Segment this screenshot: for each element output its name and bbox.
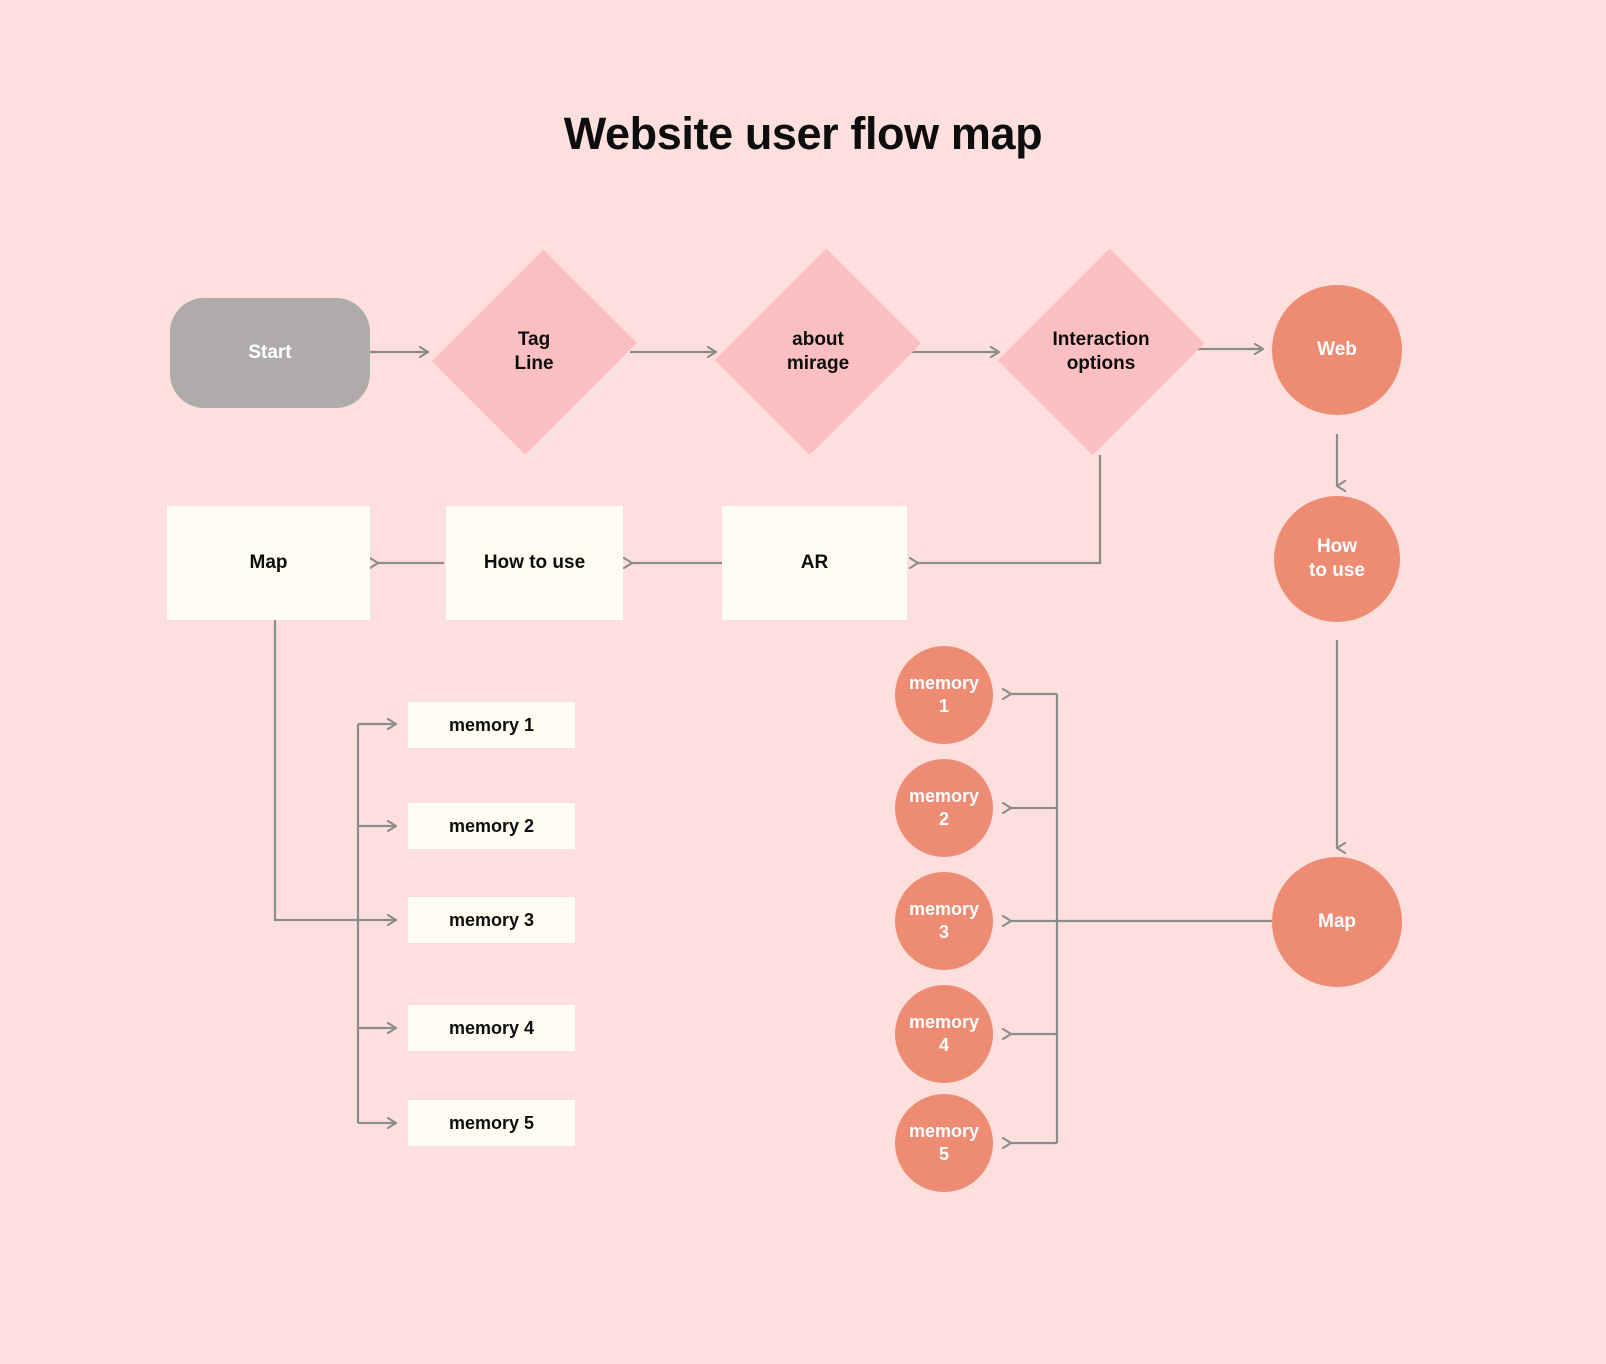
memory-circle-3[interactable]: memory 3: [895, 872, 993, 970]
node-ar-box[interactable]: AR: [722, 506, 907, 620]
node-interaction-options-label: Interaction options: [1052, 328, 1149, 377]
page-title: Website user flow map: [563, 108, 1043, 159]
node-tag-line-label: Tag Line: [514, 328, 553, 377]
node-about-mirage-label-line1: about: [792, 328, 844, 350]
node-how-to-use-circle-line1: How: [1316, 536, 1358, 558]
memory-circle-3-line1: memory: [908, 898, 980, 919]
node-how-to-use-circle[interactable]: How to use: [1274, 496, 1400, 622]
node-map-box[interactable]: Map: [167, 506, 370, 620]
memory-box-1-label: memory 1: [448, 714, 535, 735]
node-tag-line-label-line2: Line: [514, 353, 554, 374]
memory-circle-2[interactable]: memory 2: [895, 759, 993, 857]
memory-box-5-label: memory 5: [448, 1112, 535, 1133]
node-about-mirage-label-line2: mirage: [786, 353, 850, 374]
memory-circle-1-line2: 1: [938, 696, 949, 716]
memory-box-2[interactable]: memory 2: [408, 803, 575, 849]
memory-box-2-label: memory 2: [448, 815, 535, 836]
memory-circle-3-line2: 3: [938, 922, 949, 942]
node-how-to-use-circle-line2: to use: [1309, 560, 1365, 581]
memory-circle-5-line2: 5: [938, 1144, 949, 1164]
memory-box-3[interactable]: memory 3: [408, 897, 575, 943]
memory-circle-4-label: memory 4: [909, 1011, 979, 1057]
node-how-to-use-circle-label: How to use: [1309, 535, 1365, 583]
edge-map-box-down: [273, 620, 358, 922]
memory-circle-4-line2: 4: [938, 1035, 949, 1055]
node-about-mirage-label: about mirage: [787, 328, 849, 377]
memory-circle-2-label: memory 2: [909, 785, 979, 831]
memory-circle-1[interactable]: memory 1: [895, 646, 993, 744]
memory-circle-3-label: memory 3: [909, 898, 979, 944]
node-tag-line[interactable]: Tag Line: [431, 240, 637, 464]
memory-circle-4-line1: memory: [908, 1011, 980, 1032]
node-start-label: Start: [248, 342, 292, 363]
memory-circle-2-line2: 2: [938, 809, 949, 829]
node-map-circle-label: Map: [1318, 911, 1356, 933]
memory-circle-5-label: memory 5: [909, 1120, 979, 1166]
node-interaction-options-label-line2: options: [1066, 353, 1136, 374]
memory-circle-2-line1: memory: [908, 785, 980, 806]
memory-box-1[interactable]: memory 1: [408, 702, 575, 748]
memory-box-4-label: memory 4: [448, 1017, 535, 1038]
memory-circle-5[interactable]: memory 5: [895, 1094, 993, 1192]
node-how-to-use-box[interactable]: How to use: [446, 506, 623, 620]
edge-interaction-to-ar: [918, 455, 1102, 563]
node-about-mirage[interactable]: about mirage: [714, 240, 922, 464]
node-interaction-options-label-line1: Interaction: [1052, 328, 1150, 350]
memory-circle-1-label: memory 1: [909, 672, 979, 718]
node-ar-box-label: AR: [800, 552, 829, 573]
node-how-to-use-box-label: How to use: [483, 552, 586, 573]
memory-circle-1-line1: memory: [908, 672, 980, 693]
node-tag-line-label-line1: Tag: [517, 328, 551, 350]
node-start[interactable]: Start: [170, 298, 370, 408]
memory-circle-4[interactable]: memory 4: [895, 985, 993, 1083]
memory-circle-5-line1: memory: [908, 1120, 980, 1141]
node-interaction-options[interactable]: Interaction options: [997, 240, 1205, 464]
memory-box-5[interactable]: memory 5: [408, 1100, 575, 1146]
node-map-circle[interactable]: Map: [1272, 857, 1402, 987]
memory-box-3-label: memory 3: [448, 909, 535, 930]
node-web-label: Web: [1317, 339, 1357, 361]
node-map-box-label: Map: [249, 552, 288, 573]
node-web[interactable]: Web: [1272, 285, 1402, 415]
memory-box-4[interactable]: memory 4: [408, 1005, 575, 1051]
